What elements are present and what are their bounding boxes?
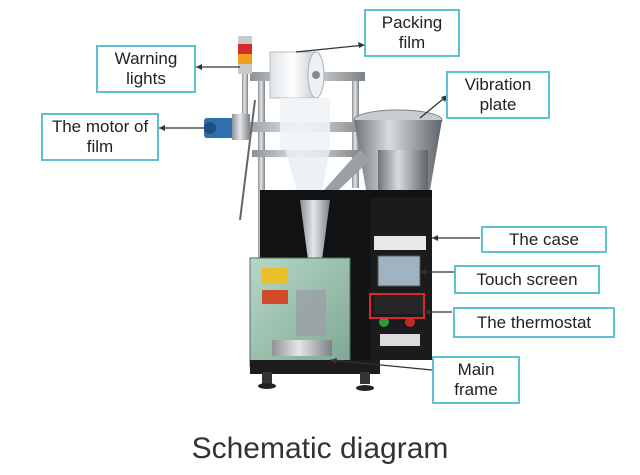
leader-packing-film — [295, 44, 366, 53]
thermostat-highlight — [369, 293, 425, 319]
label-case: The case — [481, 226, 607, 253]
leader-main-frame — [329, 359, 433, 371]
diagram-caption: Schematic diagram — [191, 432, 449, 465]
label-motor-of-film: The motor of film — [41, 113, 159, 161]
warning-light-tower — [238, 36, 252, 114]
film-motor — [204, 114, 250, 140]
label-packing-film: Packing film — [364, 9, 460, 57]
packing-film-roll — [269, 51, 330, 200]
label-touch-screen: Touch screen — [454, 265, 600, 294]
label-main-frame: Main frame — [432, 356, 520, 404]
label-thermostat: The thermostat — [453, 307, 615, 338]
label-vibration-plate: Vibration plate — [446, 71, 550, 119]
label-warning-lights: Warning lights — [96, 45, 196, 93]
main-frame — [249, 257, 380, 391]
